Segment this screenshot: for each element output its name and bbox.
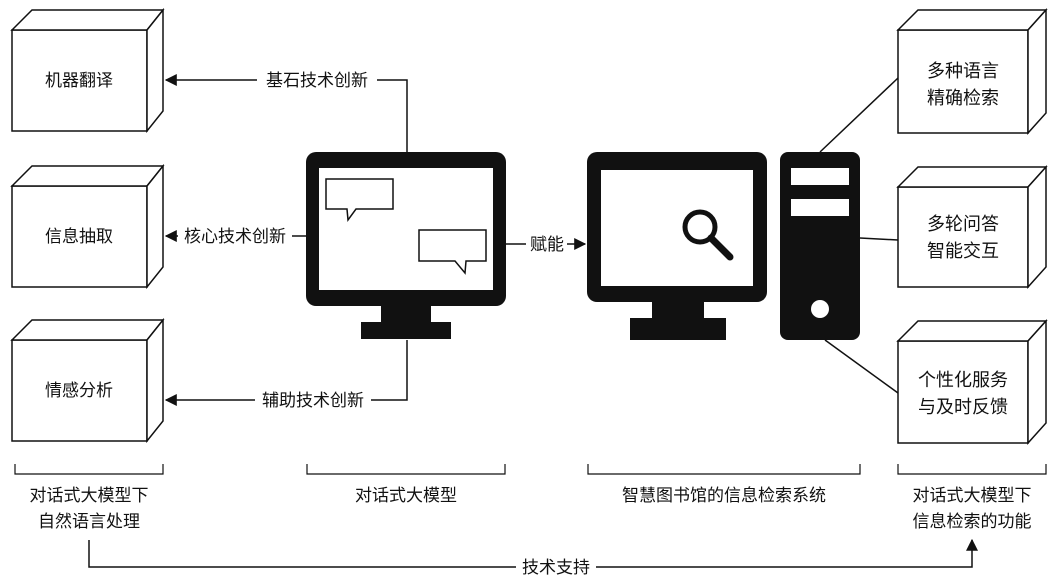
- arrow-foundation-innovation: [377, 79, 408, 155]
- arrow-label-foundation-innovation: 基石技术创新: [266, 71, 368, 91]
- arrow-label-empower: 赋能: [530, 235, 564, 255]
- right-box-label-personalized-line1: 个性化服务: [918, 370, 1008, 391]
- left-box-label-machine-translation: 机器翻译: [45, 71, 113, 91]
- right-box-label-multi-turn-line1: 多轮问答: [927, 214, 999, 235]
- left-box-machine-translation: [10, 7, 165, 134]
- arrow-technical-support-head: [596, 538, 978, 568]
- caption-system: 智慧图书馆的信息检索系统: [622, 486, 826, 506]
- left-box-sentiment-analysis: [10, 317, 165, 444]
- arrow-label-technical-support: 技术支持: [522, 558, 590, 578]
- caption-model: 对话式大模型: [355, 486, 457, 506]
- caption-function-line1: 对话式大模型下: [913, 486, 1032, 506]
- connector-personalized: [824, 339, 899, 394]
- arrow-label-auxiliary-innovation: 辅助技术创新: [262, 391, 364, 411]
- bracket-function: [897, 464, 1047, 475]
- connector-multilingual: [819, 77, 899, 153]
- chat-bubble-icon: [325, 178, 487, 275]
- arrow-label-core-innovation: 核心技术创新: [184, 227, 286, 247]
- right-box-label-multilingual-line1: 多种语言: [927, 61, 999, 82]
- arrow-technical-support: [88, 540, 516, 568]
- right-box-multi-turn-qa: [896, 165, 1048, 289]
- connector-multi-turn: [859, 237, 899, 241]
- bracket-nlp: [14, 464, 164, 475]
- computer-tower-icon: [780, 152, 860, 340]
- right-box-personalized-service: [896, 319, 1048, 445]
- caption-nlp-line1: 对话式大模型下: [30, 486, 149, 506]
- search-icon: [682, 209, 734, 261]
- arrow-auxiliary-innovation: [371, 340, 408, 401]
- right-box-label-personalized-line2: 与及时反馈: [918, 397, 1008, 418]
- right-box-label-multilingual-line2: 精确检索: [927, 88, 999, 109]
- left-box-label-information-extraction: 信息抽取: [45, 227, 113, 247]
- right-box-label-multi-turn-line2: 智能交互: [927, 241, 999, 262]
- library-monitor-icon: [587, 152, 767, 340]
- bracket-model: [306, 464, 506, 475]
- caption-nlp-line2: 自然语言处理: [38, 512, 140, 532]
- bracket-system: [587, 464, 861, 475]
- left-box-label-sentiment-analysis: 情感分析: [45, 381, 113, 401]
- right-box-multilingual-retrieval: [896, 8, 1048, 135]
- left-box-information-extraction: [10, 163, 165, 290]
- caption-function-line2: 信息检索的功能: [913, 512, 1032, 532]
